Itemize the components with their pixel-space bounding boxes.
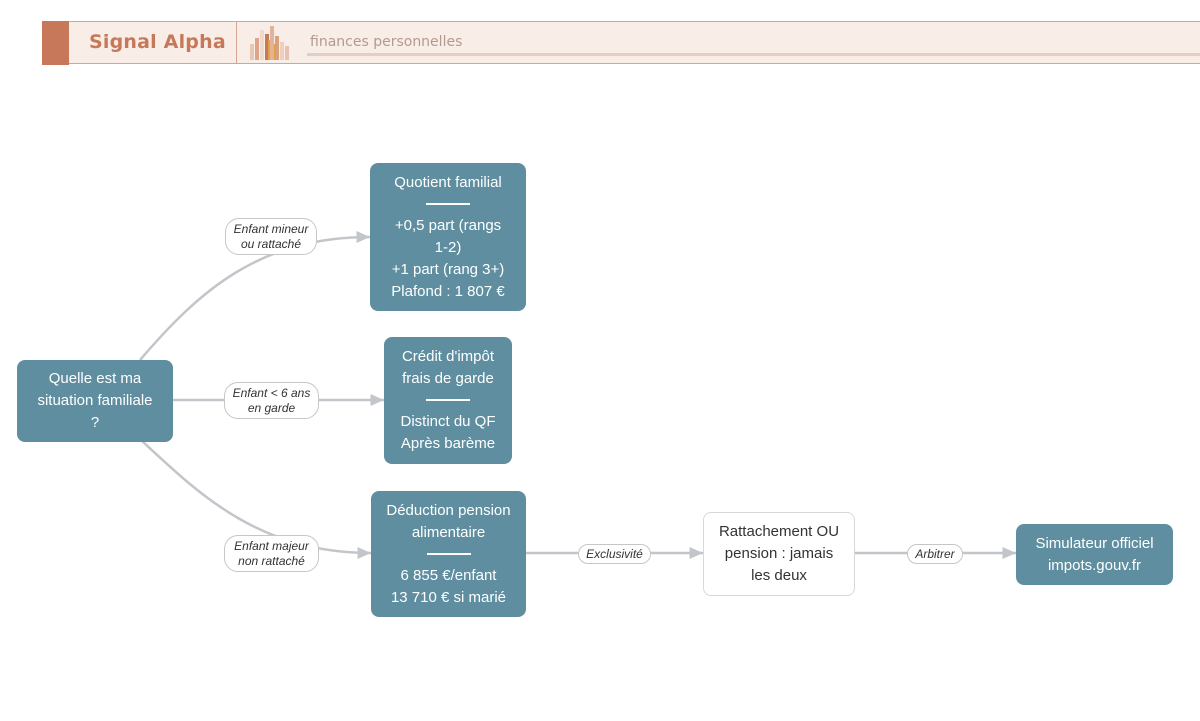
node-deduction-pension[interactable]: Déduction pension alimentaire 6 855 €/en… (371, 491, 526, 617)
node-separator (426, 552, 471, 555)
node-simulateur[interactable]: Simulateur officiel impots.gouv.fr (1016, 524, 1173, 585)
node-separator (426, 202, 470, 205)
bar-chart-icon (250, 26, 289, 60)
header-divider (236, 22, 237, 63)
edge-root-qf (139, 231, 371, 361)
node-credit-garde[interactable]: Crédit d'impôt frais de garde Distinct d… (384, 337, 512, 464)
brand-mark (42, 21, 69, 65)
edge-label-mineur: Enfant mineur ou rattaché (225, 218, 317, 255)
node-quotient-familial[interactable]: Quotient familial +0,5 part (rangs 1-2) … (370, 163, 526, 311)
node-root[interactable]: Quelle est ma situation familiale ? (17, 360, 173, 442)
app-header: Signal Alpha finances personnelles (42, 21, 1200, 65)
edge-label-exclusivite: Exclusivité (578, 544, 651, 564)
edge-label-majeur: Enfant majeur non rattaché (224, 535, 319, 572)
brand-name[interactable]: Signal Alpha (89, 31, 226, 53)
edge-label-arbitrer: Arbitrer (907, 544, 963, 564)
edge-label-garde: Enfant < 6 ans en garde (224, 382, 319, 419)
edge-root-pension (141, 440, 372, 559)
node-separator (426, 399, 470, 401)
node-rattachement[interactable]: Rattachement OU pension : jamais les deu… (703, 512, 855, 596)
header-tagline: finances personnelles (310, 34, 463, 50)
tagline-underline (307, 53, 1200, 56)
